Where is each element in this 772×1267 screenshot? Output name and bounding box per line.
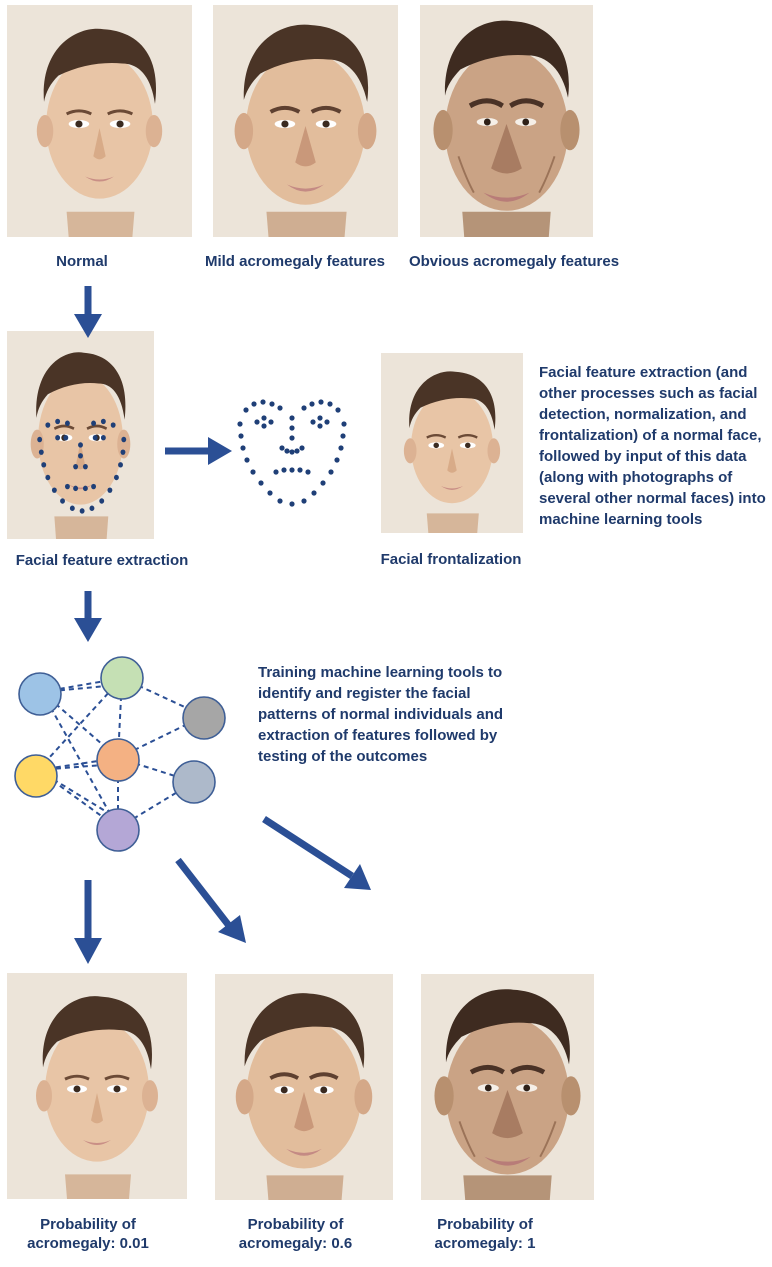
normal-face-image — [7, 5, 192, 237]
probability-result-2: Probability of acromegaly: 0.6 — [218, 1215, 373, 1253]
arrow-diagonal-obvious — [262, 816, 371, 890]
network-node — [172, 760, 216, 804]
network-node — [100, 656, 144, 700]
network-node — [96, 808, 140, 852]
network-node — [96, 738, 140, 782]
normal-label: Normal — [56, 253, 108, 270]
extraction-description: Facial feature extraction (and other pro… — [539, 364, 766, 528]
probability-3-line2: acromegaly: 1 — [434, 1235, 536, 1252]
network-nodes — [14, 656, 226, 852]
landmark-dot-map — [232, 384, 352, 516]
obvious-acromegaly-face-image — [420, 5, 593, 237]
probability-1-line1: Probability of — [40, 1216, 136, 1233]
landmark-dots-on-face — [37, 418, 127, 514]
arrow-right-extraction — [165, 437, 232, 465]
extraction-face-image — [7, 331, 154, 539]
mild-label: Mild acromegaly features — [204, 253, 386, 270]
probability-3-line1: Probability of — [437, 1216, 533, 1233]
probability-2-line1: Probability of — [247, 1216, 344, 1233]
result-face-mild-image — [215, 974, 393, 1200]
probability-2-line2: acromegaly: 0.6 — [238, 1235, 353, 1252]
probability-result-1: Probability of acromegaly: 0.01 — [8, 1215, 168, 1253]
neural-network-diagram — [8, 650, 230, 858]
facial-frontalization-label: Facial frontalization — [380, 551, 522, 568]
frontalized-face-image — [381, 353, 523, 533]
network-node — [14, 754, 58, 798]
facial-feature-extraction-label: Facial feature extraction — [15, 552, 189, 569]
mild-acromegaly-face-image — [213, 5, 398, 237]
training-description: Training machine learning tools to ident… — [258, 664, 504, 765]
arrow-down-2 — [74, 591, 102, 642]
result-face-obvious-image — [421, 974, 594, 1200]
arrow-diagonal-mild — [175, 857, 246, 943]
result-face-normal-image — [7, 973, 187, 1199]
arrow-down-3 — [74, 880, 102, 964]
network-node — [18, 672, 62, 716]
probability-1-line2: acromegaly: 0.01 — [27, 1235, 149, 1252]
obvious-label: Obvious acromegaly features — [408, 253, 620, 270]
network-node — [182, 696, 226, 740]
probability-result-3: Probability of acromegaly: 1 — [410, 1215, 560, 1253]
